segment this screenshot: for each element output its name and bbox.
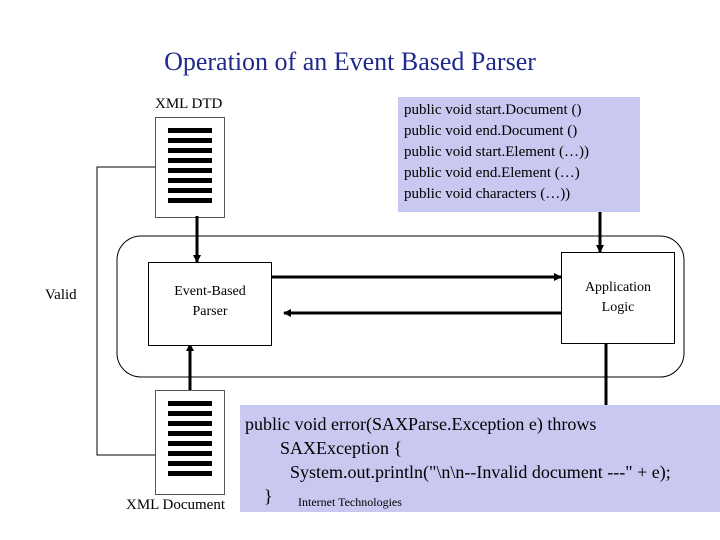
xml-document-label: XML Document [126, 497, 226, 513]
error-handler-box: public void error(SAXParse.Exception e) … [240, 405, 720, 512]
method-start-element: public void start.Element (…)) [404, 144, 589, 160]
parser-container [116, 235, 685, 378]
error-handler-line1: public void error(SAXParse.Exception e) … [245, 414, 597, 434]
footer-text: Internet Technologies [298, 495, 402, 509]
valid-label: Valid [45, 287, 77, 303]
app-logic-label-line2: Logic [601, 300, 635, 315]
method-end-element: public void end.Element (…) [404, 165, 580, 181]
validation-line [96, 166, 155, 456]
event-based-parser-box: Event-Based Parser [148, 262, 272, 346]
method-characters: public void characters (…)) [404, 186, 571, 202]
xml-dtd-label: XML DTD [155, 96, 223, 112]
application-logic-box: Application Logic [561, 252, 675, 344]
method-end-document: public void end.Document () [404, 123, 578, 139]
error-handler-line4: } [264, 486, 273, 506]
xml-dtd-document-icon [155, 117, 225, 218]
method-start-document: public void start.Document () [404, 102, 582, 118]
parser-label-line1: Event-Based [174, 284, 246, 299]
page-title: Operation of an Event Based Parser [164, 47, 536, 76]
parser-label-line2: Parser [192, 304, 228, 319]
error-handler-line3: System.out.println("\n\n--Invalid docume… [290, 462, 671, 482]
content-handler-methods-box: public void start.Document () public voi… [398, 97, 640, 212]
xml-document-icon [155, 390, 225, 495]
error-handler-line2: SAXException { [280, 438, 403, 458]
app-logic-label-line1: Application [584, 280, 652, 295]
